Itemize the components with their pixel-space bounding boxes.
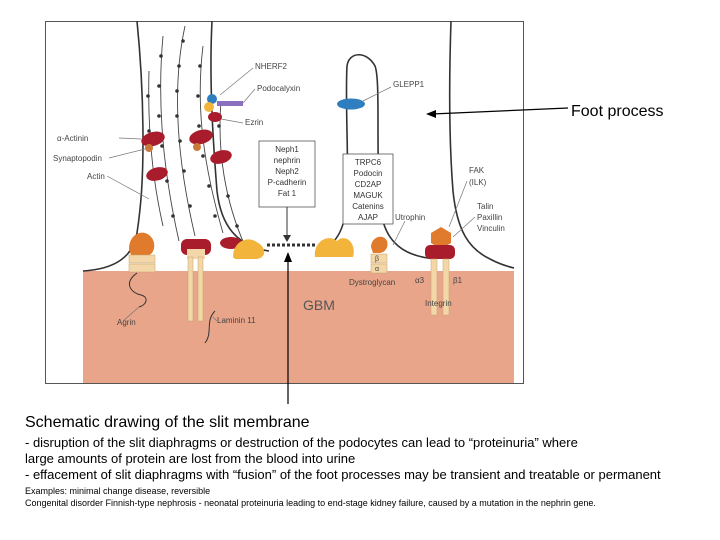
utrophin-label: Utrophin: [395, 213, 425, 222]
nherf2-shape: [207, 94, 217, 104]
laminin-label: Laminin 11: [217, 316, 256, 325]
integrin-label: Integrin: [425, 299, 452, 308]
orange-protein: [129, 232, 155, 255]
agrin-label: Agrin: [117, 318, 136, 327]
integrin-leg: [197, 256, 204, 322]
right-foot-process-outline: [448, 21, 515, 269]
foot-process-label: Foot process: [571, 103, 664, 120]
gbm-label: GBM: [303, 297, 335, 313]
adapter-protein-box: [342, 153, 394, 225]
integrin-beta1: [442, 258, 450, 316]
alpha-actinin-shape: [210, 150, 232, 164]
slit-protein-label: nephrin: [274, 156, 301, 165]
alpha-actinin-shape: [189, 129, 213, 145]
caption-title: Schematic drawing of the slit membrane: [25, 414, 310, 431]
integrin-leg: [187, 256, 194, 322]
slit-protein-label: P-cadherin: [268, 178, 307, 187]
yellow-protein: [233, 239, 265, 259]
dystroglycan-beta: [370, 253, 388, 264]
alpha3-label: α3: [415, 276, 425, 285]
foot-process-arrowhead: [426, 110, 436, 118]
nherf2-label: NHERF2: [255, 62, 288, 71]
caption-line: - disruption of the slit diaphragms or d…: [25, 435, 578, 450]
glepp1-shape: [337, 98, 365, 110]
caption-line: - effacement of slit diaphragms with “fu…: [25, 467, 661, 482]
orange-protein: [371, 236, 388, 253]
synaptopodin-shape: [193, 143, 201, 151]
fak-hexagon: [431, 227, 451, 249]
synaptopodin-label: Synaptopodin: [53, 154, 102, 163]
alpha-label: α: [375, 266, 379, 273]
caption-line: large amounts of protein are lost from t…: [25, 451, 356, 466]
adapter-protein-label: MAGUK: [353, 191, 383, 200]
glepp1-label: GLEPP1: [393, 80, 425, 89]
integrin-alpha3: [430, 258, 438, 316]
caption-notes: Examples: minimal change disease, revers…: [25, 485, 715, 509]
gbm-band: [83, 271, 514, 383]
alpha-actinin-label: α-Actinin: [57, 134, 88, 143]
yellow-protein: [314, 238, 354, 257]
fak-label: FAK: [469, 166, 485, 175]
adapter-protein-label: Catenins: [352, 202, 384, 211]
caption-note: Examples: minimal change disease, revers…: [25, 486, 211, 496]
foot-process-arrow-line: [431, 107, 569, 115]
adapter-protein-label: CD2AP: [355, 180, 382, 189]
beta-label: β: [375, 256, 379, 263]
ezrin-label: Ezrin: [245, 118, 263, 127]
adapter-protein-label: Podocin: [354, 169, 383, 178]
caption: Schematic drawing of the slit membrane -…: [25, 413, 715, 509]
slit-membrane-arrowhead: [284, 252, 292, 262]
integrin-head: [425, 245, 455, 259]
actin-label: Actin: [87, 172, 105, 181]
tan-complex: [187, 249, 205, 259]
tan-protein: [128, 263, 156, 273]
actin-dots: [146, 39, 239, 228]
agrin-strand: [128, 272, 147, 308]
adapter-protein-label: TRPC6: [355, 158, 382, 167]
adapter-protein-label: AJAP: [358, 213, 378, 222]
beta1-label: β1: [453, 276, 463, 285]
paxillin-label: Paxillin: [477, 213, 502, 222]
alpha-actinin-shape: [141, 131, 165, 147]
synaptopodin-shape: [145, 144, 153, 152]
dystroglycan-label: Dystroglycan: [349, 278, 395, 287]
alpha-actinin-shape: [146, 167, 168, 181]
podocalyxin-label: Podocalyxin: [257, 84, 300, 93]
dystroglycan-alpha: [370, 263, 388, 274]
vinculin-label: Vinculin: [477, 224, 505, 233]
left-foot-process-outline: [82, 21, 144, 272]
slit-protein-label: Fat 1: [278, 189, 297, 198]
laminin-strand: [204, 310, 216, 344]
ezrin-shape: [208, 112, 222, 122]
left-foot-process-right-edge: [210, 21, 270, 252]
caption-body: - disruption of the slit diaphragms or d…: [25, 435, 715, 483]
caption-note: Congenital disorder Finnish-type nephros…: [25, 498, 596, 508]
nherf2-yellow-shape: [204, 102, 214, 112]
tan-protein: [128, 254, 156, 264]
slit-protein-label: Neph2: [275, 167, 299, 176]
slit-protein-label: Neph1: [275, 145, 299, 154]
slit-membrane-diagram: GBM NHERF2 Podocalyxin Ezrin GLEP: [45, 21, 524, 384]
ilk-label: (ILK): [469, 178, 487, 187]
talin-label: Talin: [477, 202, 493, 211]
podocalyxin-shape: [217, 101, 243, 106]
